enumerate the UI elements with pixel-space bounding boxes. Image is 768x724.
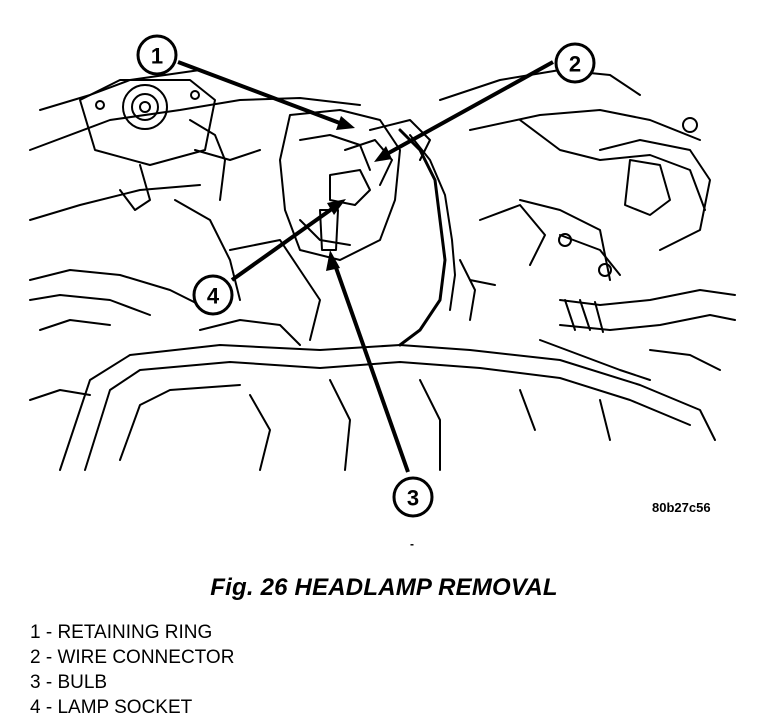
- callout-3-label: 3: [407, 486, 419, 511]
- separator-dash: -: [410, 537, 414, 551]
- callout-1-circle: [136, 34, 178, 76]
- callout-4-label: 4: [207, 284, 220, 309]
- callout-4-circle: [192, 274, 234, 316]
- legend-item-wire-connector: 2 - WIRE CONNECTOR: [30, 647, 235, 668]
- callout-2-arrowhead: [374, 146, 392, 162]
- callout-2-label: 2: [569, 52, 581, 77]
- callout-legend: 1 - RETAINING RING 2 - WIRE CONNECTOR 3 …: [30, 620, 234, 720]
- callout-3-arrowhead: [326, 250, 340, 271]
- callout-1-label: 1: [151, 44, 163, 69]
- headlamp-diagram: 1 2 3 4: [29, 34, 736, 518]
- legend-item-lamp-socket: 4 - LAMP SOCKET: [30, 697, 193, 718]
- legend-item-bulb: 3 - BULB: [30, 672, 108, 693]
- callout-2-circle: [554, 42, 596, 84]
- callout-2-leader: [384, 60, 554, 157]
- strut-tower: [79, 79, 216, 166]
- wire-harness: [398, 128, 447, 347]
- fender-outline: [29, 97, 361, 151]
- figure-id: 80b27c56: [652, 500, 711, 515]
- callout-1-leader: [177, 60, 346, 127]
- callout-4-arrowhead: [327, 199, 346, 215]
- callout-3-leader: [332, 261, 410, 473]
- lamp-assembly: [279, 109, 401, 261]
- callout-4-leader: [230, 204, 338, 282]
- figure-caption-title: Fig. 26 HEADLAMP REMOVAL: [210, 574, 558, 601]
- legend-item-retaining-ring: 1 - RETAINING RING: [30, 622, 213, 643]
- callout-3-circle: [392, 476, 434, 518]
- callout-1-arrowhead: [336, 116, 355, 130]
- lamp-socket: [329, 169, 371, 206]
